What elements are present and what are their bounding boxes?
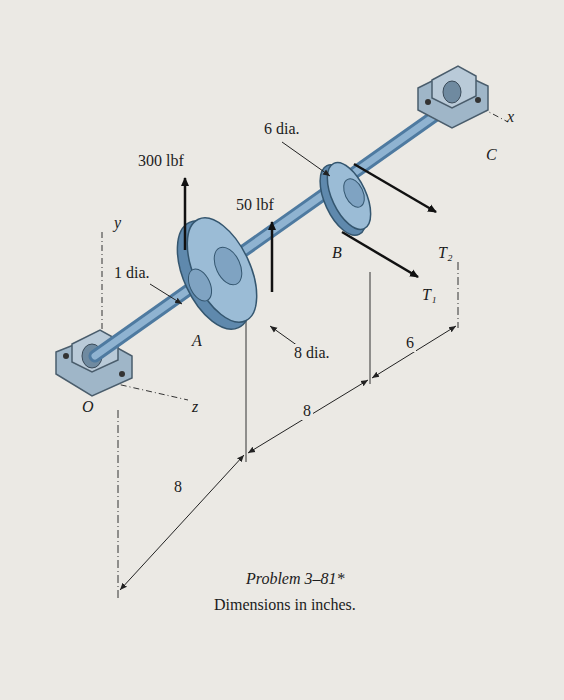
force-label: 50 lbf xyxy=(234,196,276,214)
dimension-label: 6 dia. xyxy=(262,120,302,138)
dimension-number: 8 xyxy=(301,402,313,420)
dimension-label: 8 dia. xyxy=(292,344,332,362)
axis-label: y xyxy=(112,214,123,232)
point-label: B xyxy=(330,244,344,262)
point-label: O xyxy=(80,398,96,416)
force-label: 300 lbf xyxy=(136,152,186,170)
dimension-number: 6 xyxy=(404,334,416,352)
point-label: A xyxy=(190,332,204,350)
tension-label: T₂ xyxy=(436,244,454,262)
caption-note: Dimensions in inches. xyxy=(212,596,358,614)
axis-label: x xyxy=(505,108,516,126)
axis-label: z xyxy=(190,398,200,416)
dimension-number: 8 xyxy=(172,478,184,496)
tension-label: T₁ xyxy=(420,286,438,304)
point-label: C xyxy=(484,146,499,164)
caption: Problem 3–81* xyxy=(244,570,347,588)
dimension-label: 1 dia. xyxy=(112,264,152,282)
